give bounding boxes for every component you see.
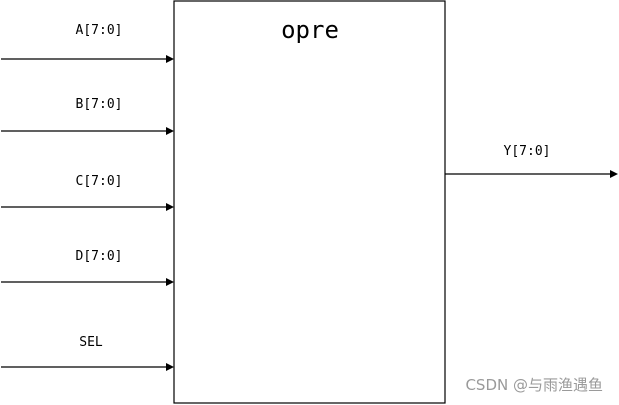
input-arrow-a: [166, 55, 174, 63]
input-label-a: A[7:0]: [76, 23, 123, 38]
opre-block: [173, 0, 446, 404]
output-port-y: Y[7:0]: [445, 144, 618, 178]
input-port-d: D[7:0]: [1, 249, 174, 286]
input-arrow-d: [166, 278, 174, 286]
input-label-c: C[7:0]: [76, 174, 123, 189]
watermark-text: CSDN @与雨渔遇鱼: [465, 376, 603, 394]
output-arrow-y: [610, 170, 618, 178]
block-title: opre: [281, 16, 339, 44]
output-label-y: Y[7:0]: [504, 144, 551, 159]
input-port-b: B[7:0]: [1, 97, 174, 135]
input-arrow-b: [166, 127, 174, 135]
input-port-sel: SEL: [1, 335, 174, 371]
input-arrow-c: [166, 203, 174, 211]
input-label-b: B[7:0]: [76, 97, 123, 112]
input-arrow-sel: [166, 363, 174, 371]
input-port-c: C[7:0]: [1, 174, 174, 211]
input-label-sel: SEL: [79, 335, 103, 350]
input-label-d: D[7:0]: [76, 249, 123, 264]
input-port-a: A[7:0]: [1, 23, 174, 63]
